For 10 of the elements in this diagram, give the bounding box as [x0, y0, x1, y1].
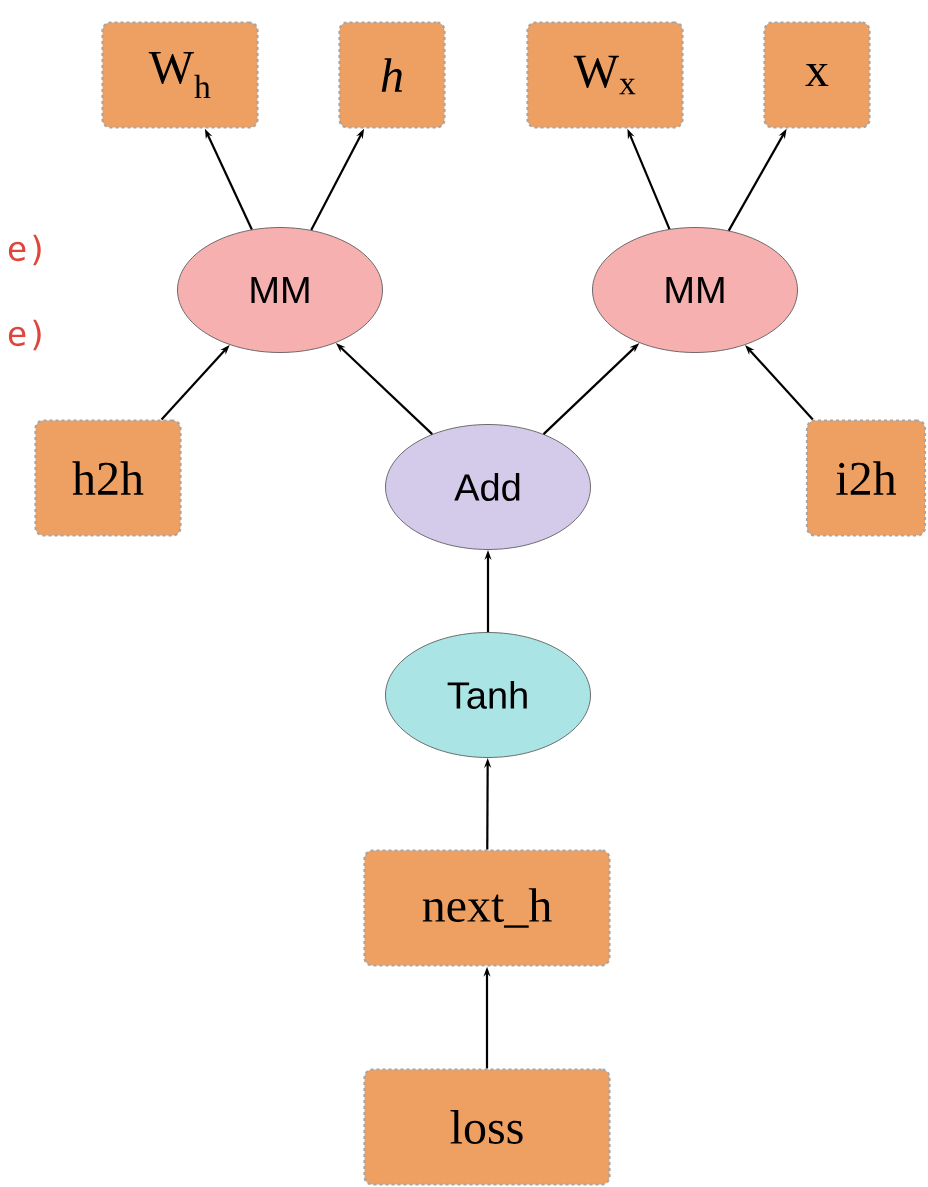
variable-box: W$_{h}$ [101, 21, 259, 129]
variable-box: x [763, 21, 871, 129]
code-fragment: e) [8, 234, 41, 266]
variable-box: i2h [805, 419, 927, 537]
variable-box: loss [363, 1068, 611, 1186]
variable-box: next_h [363, 849, 611, 967]
variable-box: h2h [34, 419, 182, 537]
variable-box: h [338, 21, 446, 129]
code-fragment: e) [8, 319, 41, 351]
variable-box: W$_{x}$ [526, 21, 684, 129]
